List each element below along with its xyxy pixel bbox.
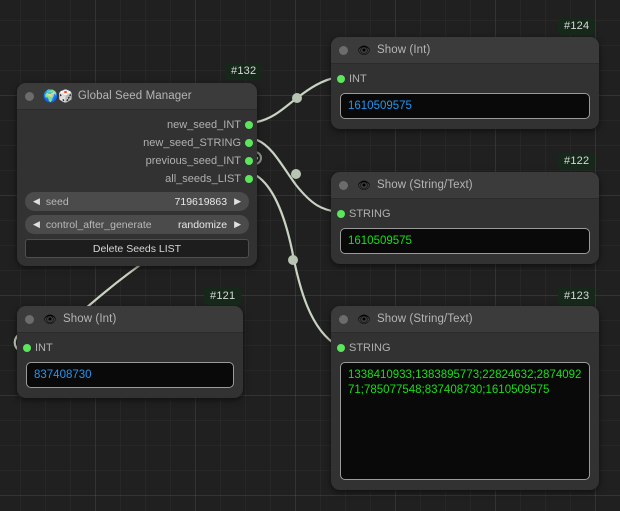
globe-dice-icon: 🌍🎲 [43, 89, 73, 103]
chevron-left-icon[interactable]: ◀ [33, 196, 40, 206]
input-port-int-124[interactable]: INT [331, 70, 599, 88]
node-title-124: Show (Int) [376, 44, 431, 56]
input-label-string-123: STRING [349, 342, 391, 354]
output-port-new-seed-int[interactable]: new_seed_INT [17, 116, 257, 134]
output-label-new-seed-int: new_seed_INT [167, 119, 241, 131]
eye-icon: 👁 [43, 312, 57, 326]
control-after-generate-value[interactable]: randomize [178, 218, 228, 231]
port-dot-icon[interactable] [245, 139, 253, 147]
node-body-123: STRING 1338410933;1383895773;22824632;28… [331, 333, 599, 490]
collapse-dot-icon[interactable] [339, 314, 348, 324]
node-body-122: STRING 1610509575 [331, 199, 599, 264]
node-badge-124: #124 [558, 18, 596, 35]
wire-reroute-dot-2 [291, 169, 301, 179]
output-label-all-seeds-list: all_seeds_LIST [165, 173, 241, 185]
port-dot-icon[interactable] [245, 175, 253, 183]
input-label-string-122: STRING [349, 208, 391, 220]
node-badge-123: #123 [558, 288, 596, 305]
node-badge-122: #122 [558, 153, 596, 170]
port-dot-icon[interactable] [245, 121, 253, 129]
control-after-generate-widget[interactable]: ◀ control_after_generate randomize ▶ [25, 215, 249, 234]
value-text-123: 1338410933;1383895773;22824632;287409271… [348, 369, 582, 396]
port-dot-icon[interactable] [245, 157, 253, 165]
node-title-122: Show (String/Text) [376, 179, 473, 191]
wire-reroute-dot-1 [292, 93, 302, 103]
output-port-previous-seed-int[interactable]: previous_seed_INT [17, 152, 257, 170]
input-label-int-121: INT [35, 342, 53, 354]
node-badge-132: #132 [225, 63, 263, 80]
node-body-124: INT 1610509575 [331, 64, 599, 129]
node-header-121[interactable]: 👁 Show (Int) [17, 306, 243, 333]
collapse-dot-icon[interactable] [25, 314, 34, 324]
node-header-123[interactable]: 👁 Show (String/Text) [331, 306, 599, 333]
node-header-124[interactable]: 👁 Show (Int) [331, 37, 599, 64]
node-title-121: Show (Int) [62, 313, 117, 325]
eye-icon: 👁 [357, 43, 371, 57]
wire-allseedslist-to-123 [255, 174, 340, 348]
input-port-string-123[interactable]: STRING [331, 339, 599, 357]
value-text-122: 1610509575 [348, 235, 412, 247]
wire-newseedstring-to-122 [255, 138, 340, 214]
wire-newseedint-to-124 [255, 75, 340, 124]
seed-widget-value[interactable]: 719619863 [174, 195, 228, 208]
value-textbox-122[interactable]: 1610509575 [340, 228, 590, 254]
collapse-dot-icon[interactable] [339, 180, 348, 190]
eye-icon: 👁 [357, 178, 371, 192]
port-dot-icon[interactable] [337, 344, 345, 352]
node-global-seed-manager[interactable]: 🌍🎲 Global Seed Manager new_seed_INT new_… [17, 83, 257, 266]
node-title-132: Global Seed Manager [77, 90, 192, 102]
node-badge-121: #121 [204, 288, 242, 305]
port-dot-icon[interactable] [337, 210, 345, 218]
node-show-string-123[interactable]: 👁 Show (String/Text) STRING 1338410933;1… [331, 306, 599, 490]
collapse-dot-icon[interactable] [339, 45, 348, 55]
chevron-right-icon[interactable]: ▶ [234, 196, 241, 206]
value-textbox-121[interactable]: 837408730 [26, 362, 234, 388]
output-port-new-seed-string[interactable]: new_seed_STRING [17, 134, 257, 152]
input-port-string-122[interactable]: STRING [331, 205, 599, 223]
node-header-132[interactable]: 🌍🎲 Global Seed Manager [17, 83, 257, 110]
node-body-132: new_seed_INT new_seed_STRING previous_se… [17, 110, 257, 266]
chevron-left-icon[interactable]: ◀ [33, 219, 40, 229]
value-text-124: 1610509575 [348, 100, 412, 112]
input-port-int-121[interactable]: INT [17, 339, 243, 357]
port-dot-icon[interactable] [337, 75, 345, 83]
collapse-dot-icon[interactable] [25, 91, 34, 101]
eye-icon: 👁 [357, 312, 371, 326]
node-header-122[interactable]: 👁 Show (String/Text) [331, 172, 599, 199]
node-show-string-122[interactable]: 👁 Show (String/Text) STRING 1610509575 [331, 172, 599, 264]
chevron-right-icon[interactable]: ▶ [234, 219, 241, 229]
port-dot-icon[interactable] [23, 344, 31, 352]
node-body-121: INT 837408730 [17, 333, 243, 398]
seed-number-widget[interactable]: ◀ seed 719619863 ▶ [25, 192, 249, 211]
output-port-all-seeds-list[interactable]: all_seeds_LIST [17, 170, 257, 188]
input-label-int-124: INT [349, 73, 367, 85]
node-title-123: Show (String/Text) [376, 313, 473, 325]
output-label-previous-seed-int: previous_seed_INT [145, 155, 241, 167]
value-textbox-124[interactable]: 1610509575 [340, 93, 590, 119]
control-after-generate-label: control_after_generate [45, 218, 152, 231]
value-textbox-123[interactable]: 1338410933;1383895773;22824632;287409271… [340, 362, 590, 480]
output-label-new-seed-string: new_seed_STRING [143, 137, 241, 149]
seed-widget-label: seed [45, 195, 69, 208]
value-text-121: 837408730 [34, 369, 92, 381]
wire-reroute-dot-3 [288, 255, 298, 265]
node-show-int-121[interactable]: 👁 Show (Int) INT 837408730 [17, 306, 243, 398]
delete-seeds-list-button[interactable]: Delete Seeds LIST [25, 239, 249, 258]
node-show-int-124[interactable]: 👁 Show (Int) INT 1610509575 [331, 37, 599, 129]
